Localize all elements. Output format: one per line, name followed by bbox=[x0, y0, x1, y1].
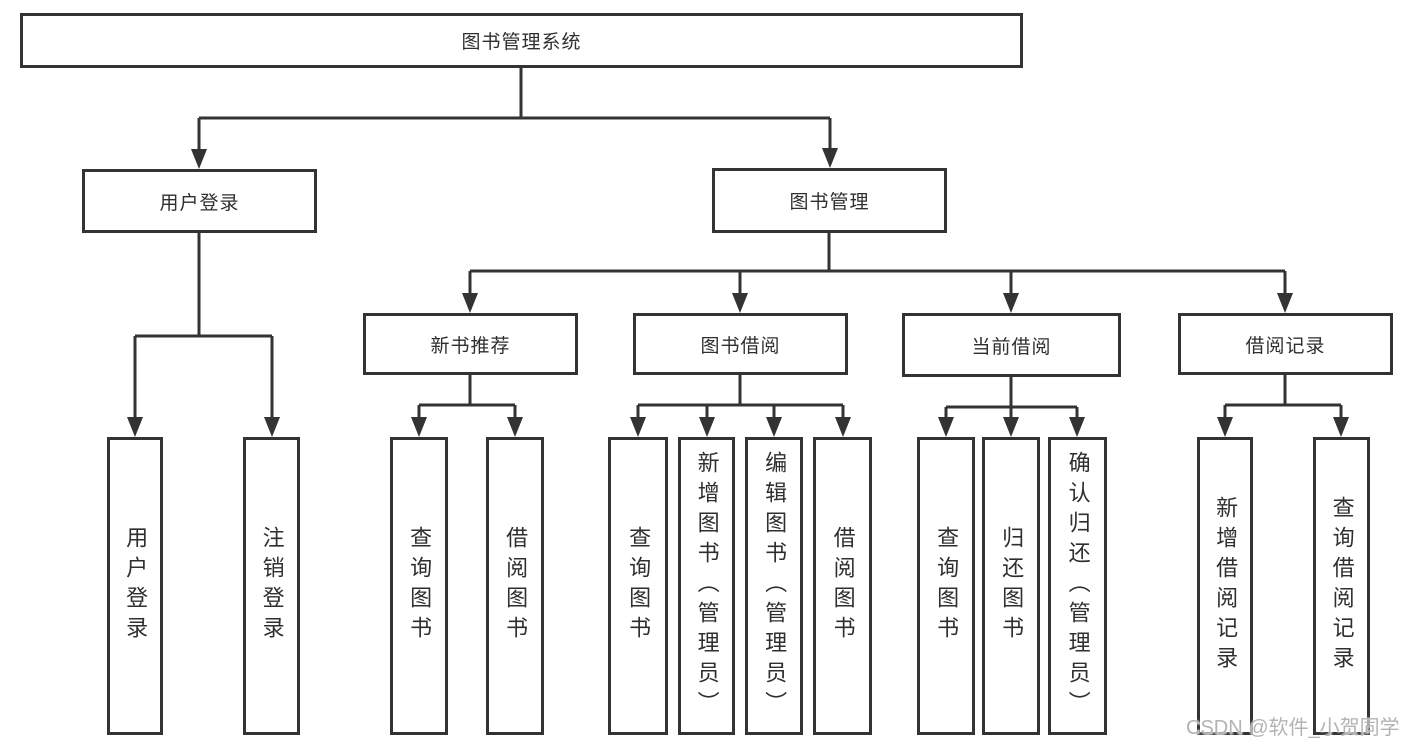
node-label-confirm-return-admin: 确认归还（管理员） bbox=[1065, 451, 1091, 721]
node-query-borrow-record: 查询借阅记录 bbox=[1313, 437, 1370, 735]
node-label-query-books-current: 查询图书 bbox=[934, 526, 960, 646]
arrowhead bbox=[1003, 293, 1019, 313]
node-current-borrowing: 当前借阅 bbox=[902, 313, 1121, 377]
arrowhead bbox=[264, 417, 280, 437]
node-query-books-current: 查询图书 bbox=[917, 437, 975, 735]
node-label-return-book: 归还图书 bbox=[999, 526, 1025, 646]
node-confirm-return-admin: 确认归还（管理员） bbox=[1048, 437, 1107, 735]
node-query-books-recommend: 查询图书 bbox=[390, 437, 448, 735]
node-borrow-books-borrowing: 借阅图书 bbox=[813, 437, 872, 735]
node-query-books-borrowing: 查询图书 bbox=[608, 437, 668, 735]
node-logout-leaf: 注销登录 bbox=[243, 437, 300, 735]
node-label-user-login-module: 用户登录 bbox=[159, 192, 240, 214]
arrowhead bbox=[1333, 417, 1349, 437]
arrowhead bbox=[766, 417, 782, 437]
arrowhead bbox=[1277, 293, 1293, 313]
arrowhead bbox=[507, 417, 523, 437]
arrowhead bbox=[462, 293, 478, 313]
node-label-book-borrowing: 图书借阅 bbox=[700, 335, 781, 357]
node-book-borrowing: 图书借阅 bbox=[633, 313, 848, 375]
arrowhead bbox=[411, 417, 427, 437]
node-borrow-books-recommend: 借阅图书 bbox=[486, 437, 544, 735]
node-label-system-root: 图书管理系统 bbox=[461, 32, 582, 53]
node-edit-book-admin: 编辑图书（管理员） bbox=[745, 437, 803, 735]
node-add-book-admin: 新增图书（管理员） bbox=[678, 437, 735, 735]
node-label-add-book-admin: 新增图书（管理员） bbox=[694, 451, 720, 721]
arrowhead bbox=[1217, 417, 1233, 437]
node-return-book: 归还图书 bbox=[982, 437, 1040, 735]
node-label-borrowing-records: 借阅记录 bbox=[1245, 335, 1326, 357]
arrowhead bbox=[822, 148, 838, 168]
node-user-login-leaf: 用户登录 bbox=[107, 437, 163, 735]
node-label-query-books-borrowing: 查询图书 bbox=[626, 526, 652, 646]
node-label-query-borrow-record: 查询借阅记录 bbox=[1329, 496, 1355, 676]
watermark-text: CSDN @软件_小贺同学 bbox=[1186, 717, 1400, 739]
node-new-book-recommendation: 新书推荐 bbox=[363, 313, 578, 375]
node-label-user-login-leaf: 用户登录 bbox=[123, 526, 149, 646]
arrowhead bbox=[191, 149, 207, 169]
node-book-management-module: 图书管理 bbox=[712, 168, 947, 233]
node-label-query-books-recommend: 查询图书 bbox=[407, 526, 433, 646]
arrowhead bbox=[938, 417, 954, 437]
arrowhead bbox=[1069, 417, 1085, 437]
node-label-current-borrowing: 当前借阅 bbox=[971, 336, 1052, 358]
node-label-book-management-module: 图书管理 bbox=[789, 192, 870, 213]
arrowhead bbox=[699, 417, 715, 437]
node-add-borrow-record: 新增借阅记录 bbox=[1197, 437, 1253, 735]
arrowhead bbox=[732, 293, 748, 313]
node-label-add-borrow-record: 新增借阅记录 bbox=[1213, 496, 1239, 676]
node-system-root: 图书管理系统 bbox=[20, 13, 1023, 68]
node-label-logout-leaf: 注销登录 bbox=[259, 526, 285, 646]
node-label-borrow-books-recommend: 借阅图书 bbox=[503, 526, 529, 646]
node-user-login-module: 用户登录 bbox=[82, 169, 317, 233]
arrowhead bbox=[127, 417, 143, 437]
arrowhead bbox=[630, 417, 646, 437]
node-borrowing-records: 借阅记录 bbox=[1178, 313, 1393, 375]
node-label-edit-book-admin: 编辑图书（管理员） bbox=[762, 451, 788, 721]
node-label-new-book-recommendation: 新书推荐 bbox=[430, 335, 511, 357]
arrowhead bbox=[835, 417, 851, 437]
node-label-borrow-books-borrowing: 借阅图书 bbox=[830, 526, 856, 646]
arrowhead bbox=[1003, 417, 1019, 437]
